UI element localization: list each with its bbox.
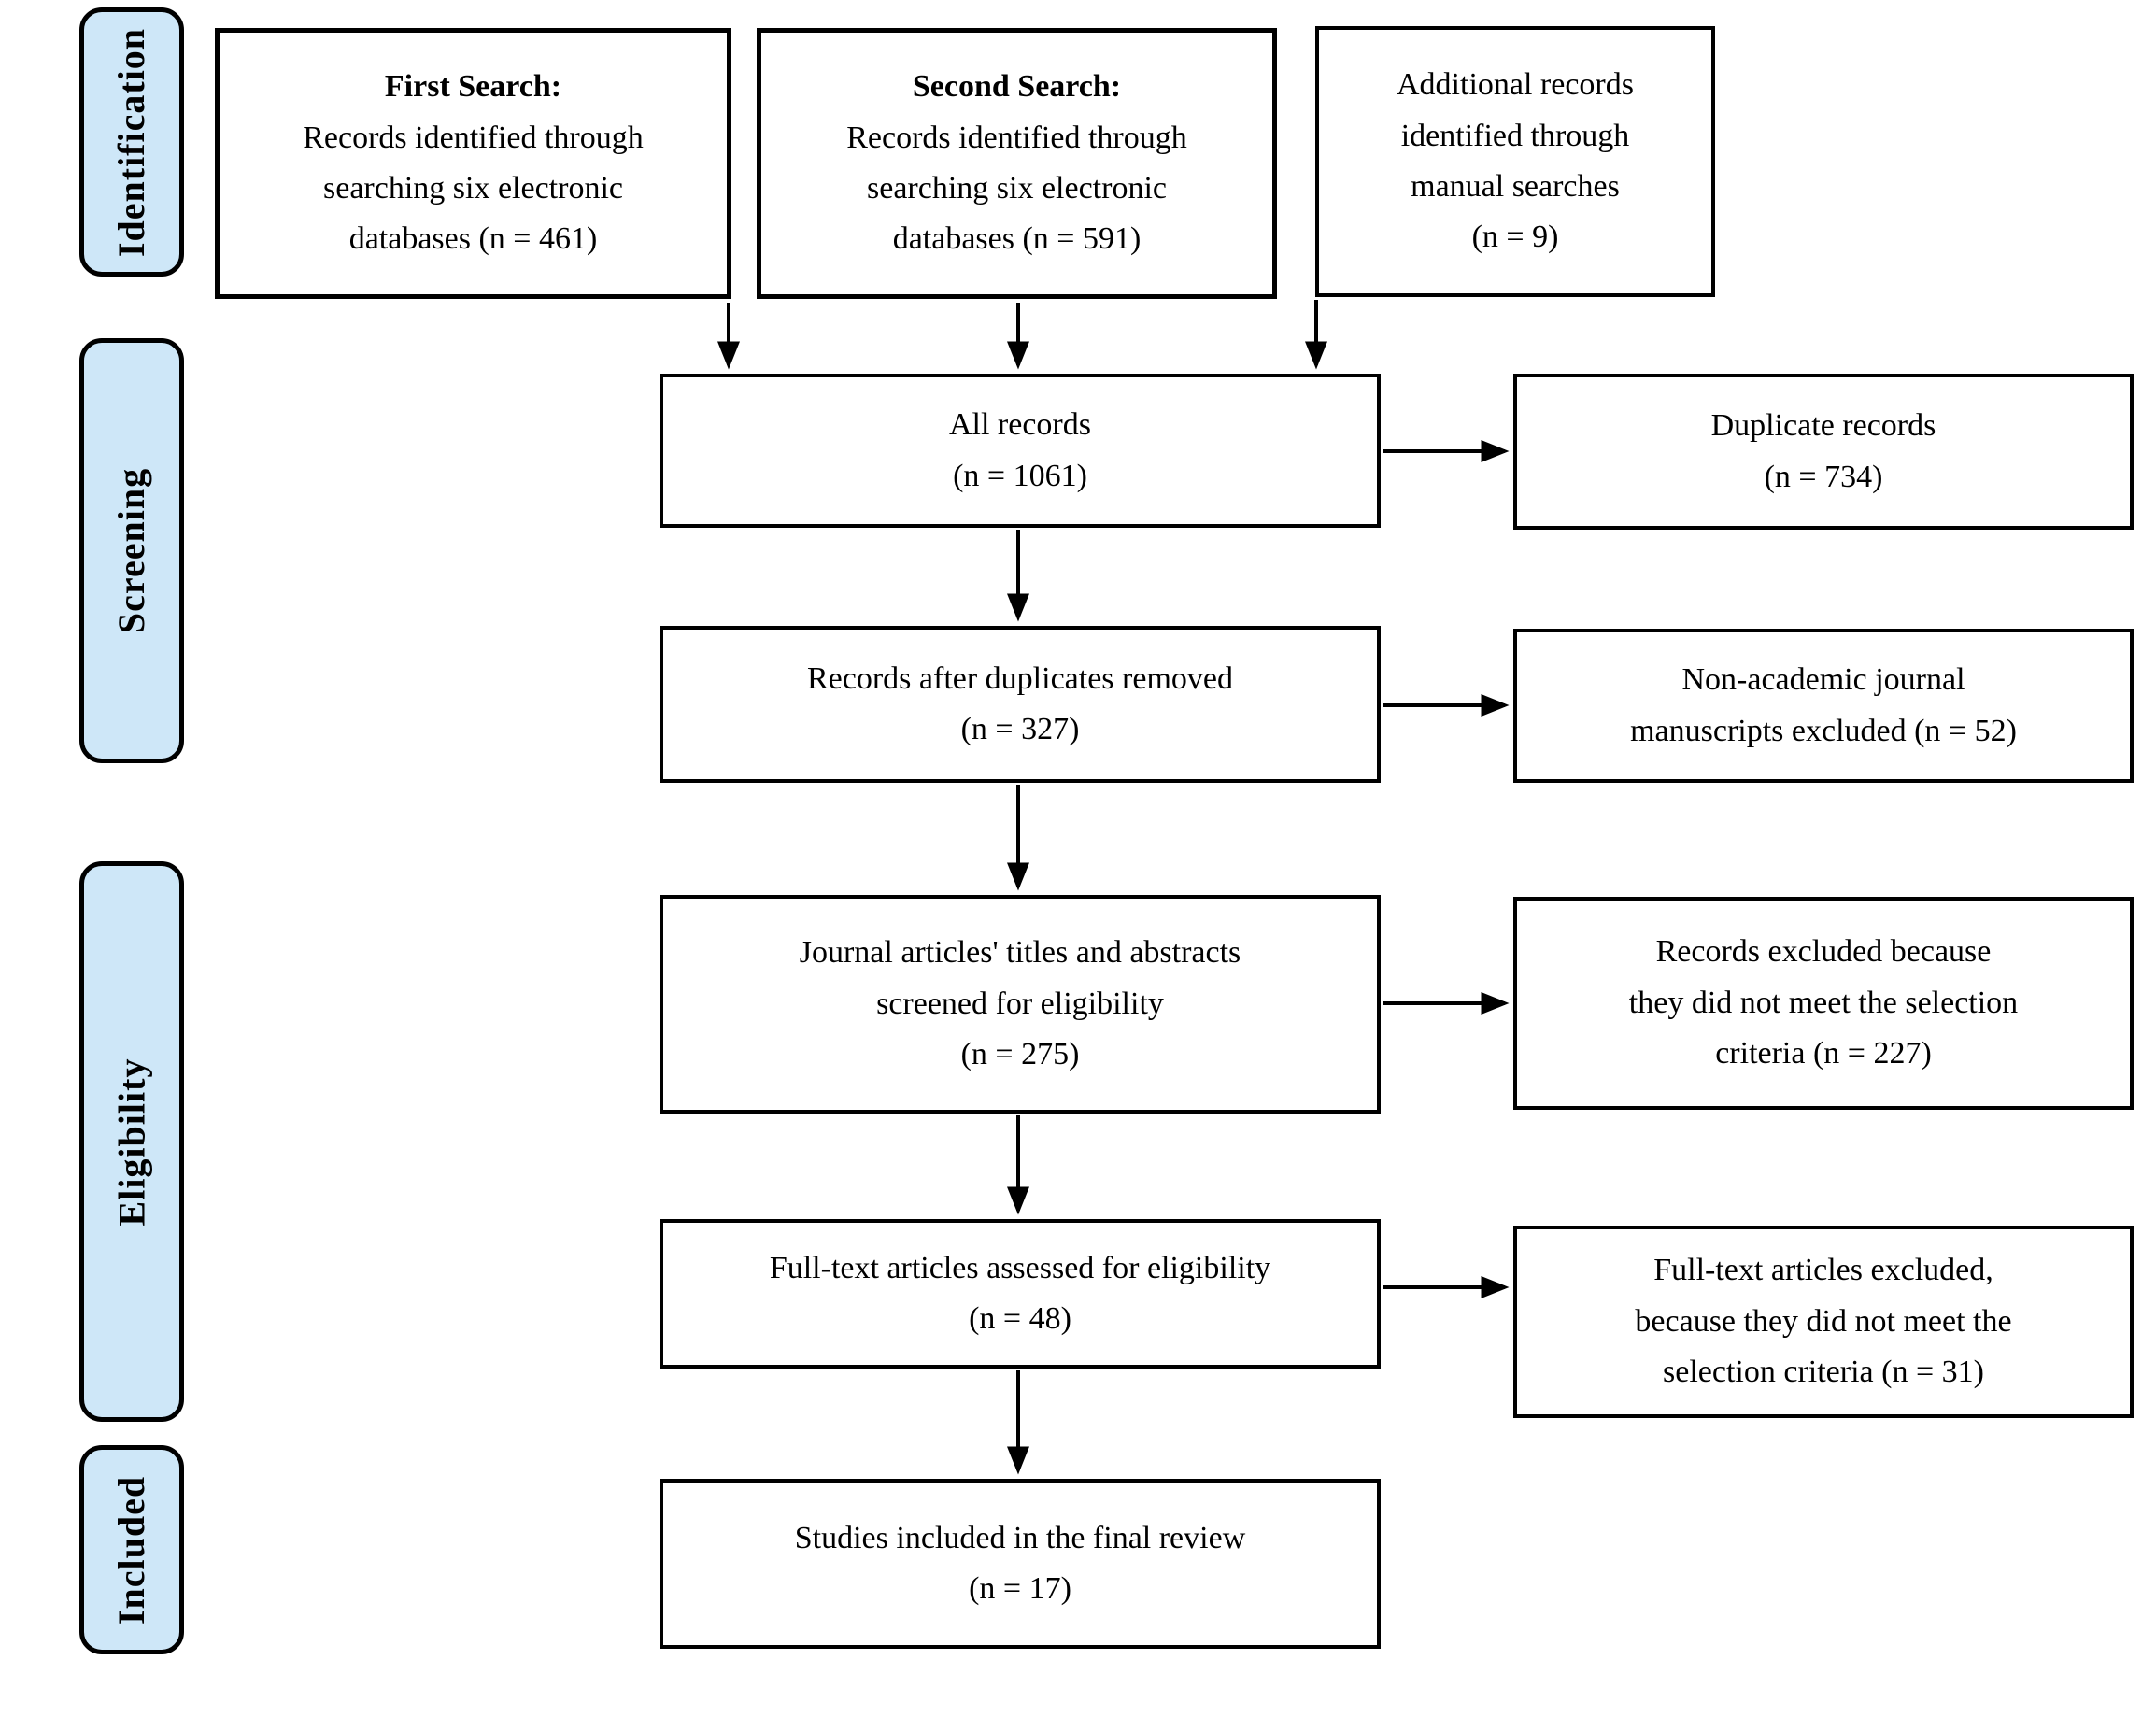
box-nonacademic-excluded-text: Non-academic journal manuscripts exclude… xyxy=(1630,662,2017,748)
stage-label-screening: Screening xyxy=(79,338,184,763)
box-additional-records-text: Additional records identified through ma… xyxy=(1397,67,1634,255)
box-all-records-text: All records (n = 1061) xyxy=(948,407,1091,493)
box-studies-included: Studies included in the final review (n … xyxy=(660,1479,1381,1649)
box-all-records: All records (n = 1061) xyxy=(660,374,1381,528)
box-fulltext-excluded-text: Full-text articles excluded, because the… xyxy=(1635,1253,2012,1390)
stage-label-text: Eligibility xyxy=(110,1057,153,1226)
box-records-excluded-text: Records excluded because they did not me… xyxy=(1628,934,2019,1071)
stage-label-text: Included xyxy=(110,1475,153,1625)
box-additional-records: Additional records identified through ma… xyxy=(1315,26,1715,297)
box-first-search-text: Records identified through searching six… xyxy=(303,120,644,257)
stage-label-included: Included xyxy=(79,1445,184,1654)
box-titles-abstracts-screened-text: Journal articles' titles and abstracts s… xyxy=(799,935,1241,1072)
stage-label-eligibility: Eligibility xyxy=(79,861,184,1422)
box-second-search: Second Search: Records identified throug… xyxy=(757,28,1277,299)
box-studies-included-text: Studies included in the final review (n … xyxy=(794,1520,1246,1606)
box-titles-abstracts-screened: Journal articles' titles and abstracts s… xyxy=(660,895,1381,1114)
stage-label-identification: Identification xyxy=(79,7,184,277)
box-fulltext-assessed: Full-text articles assessed for eligibil… xyxy=(660,1219,1381,1369)
box-duplicate-records-text: Duplicate records (n = 734) xyxy=(1710,408,1936,494)
box-second-search-title: Second Search: xyxy=(912,69,1122,105)
box-records-after-duplicates: Records after duplicates removed (n = 32… xyxy=(660,626,1381,783)
box-records-excluded: Records excluded because they did not me… xyxy=(1513,897,2134,1110)
box-fulltext-excluded: Full-text articles excluded, because the… xyxy=(1513,1226,2134,1418)
stage-label-text: Screening xyxy=(110,467,153,634)
box-first-search: First Search: Records identified through… xyxy=(215,28,731,299)
box-fulltext-assessed-text: Full-text articles assessed for eligibil… xyxy=(769,1250,1271,1336)
box-second-search-text: Records identified through searching six… xyxy=(846,120,1187,257)
stage-label-text: Identification xyxy=(110,27,153,257)
box-records-after-duplicates-text: Records after duplicates removed (n = 32… xyxy=(807,660,1233,746)
box-first-search-title: First Search: xyxy=(384,69,562,105)
box-nonacademic-excluded: Non-academic journal manuscripts exclude… xyxy=(1513,629,2134,783)
box-duplicate-records: Duplicate records (n = 734) xyxy=(1513,374,2134,530)
